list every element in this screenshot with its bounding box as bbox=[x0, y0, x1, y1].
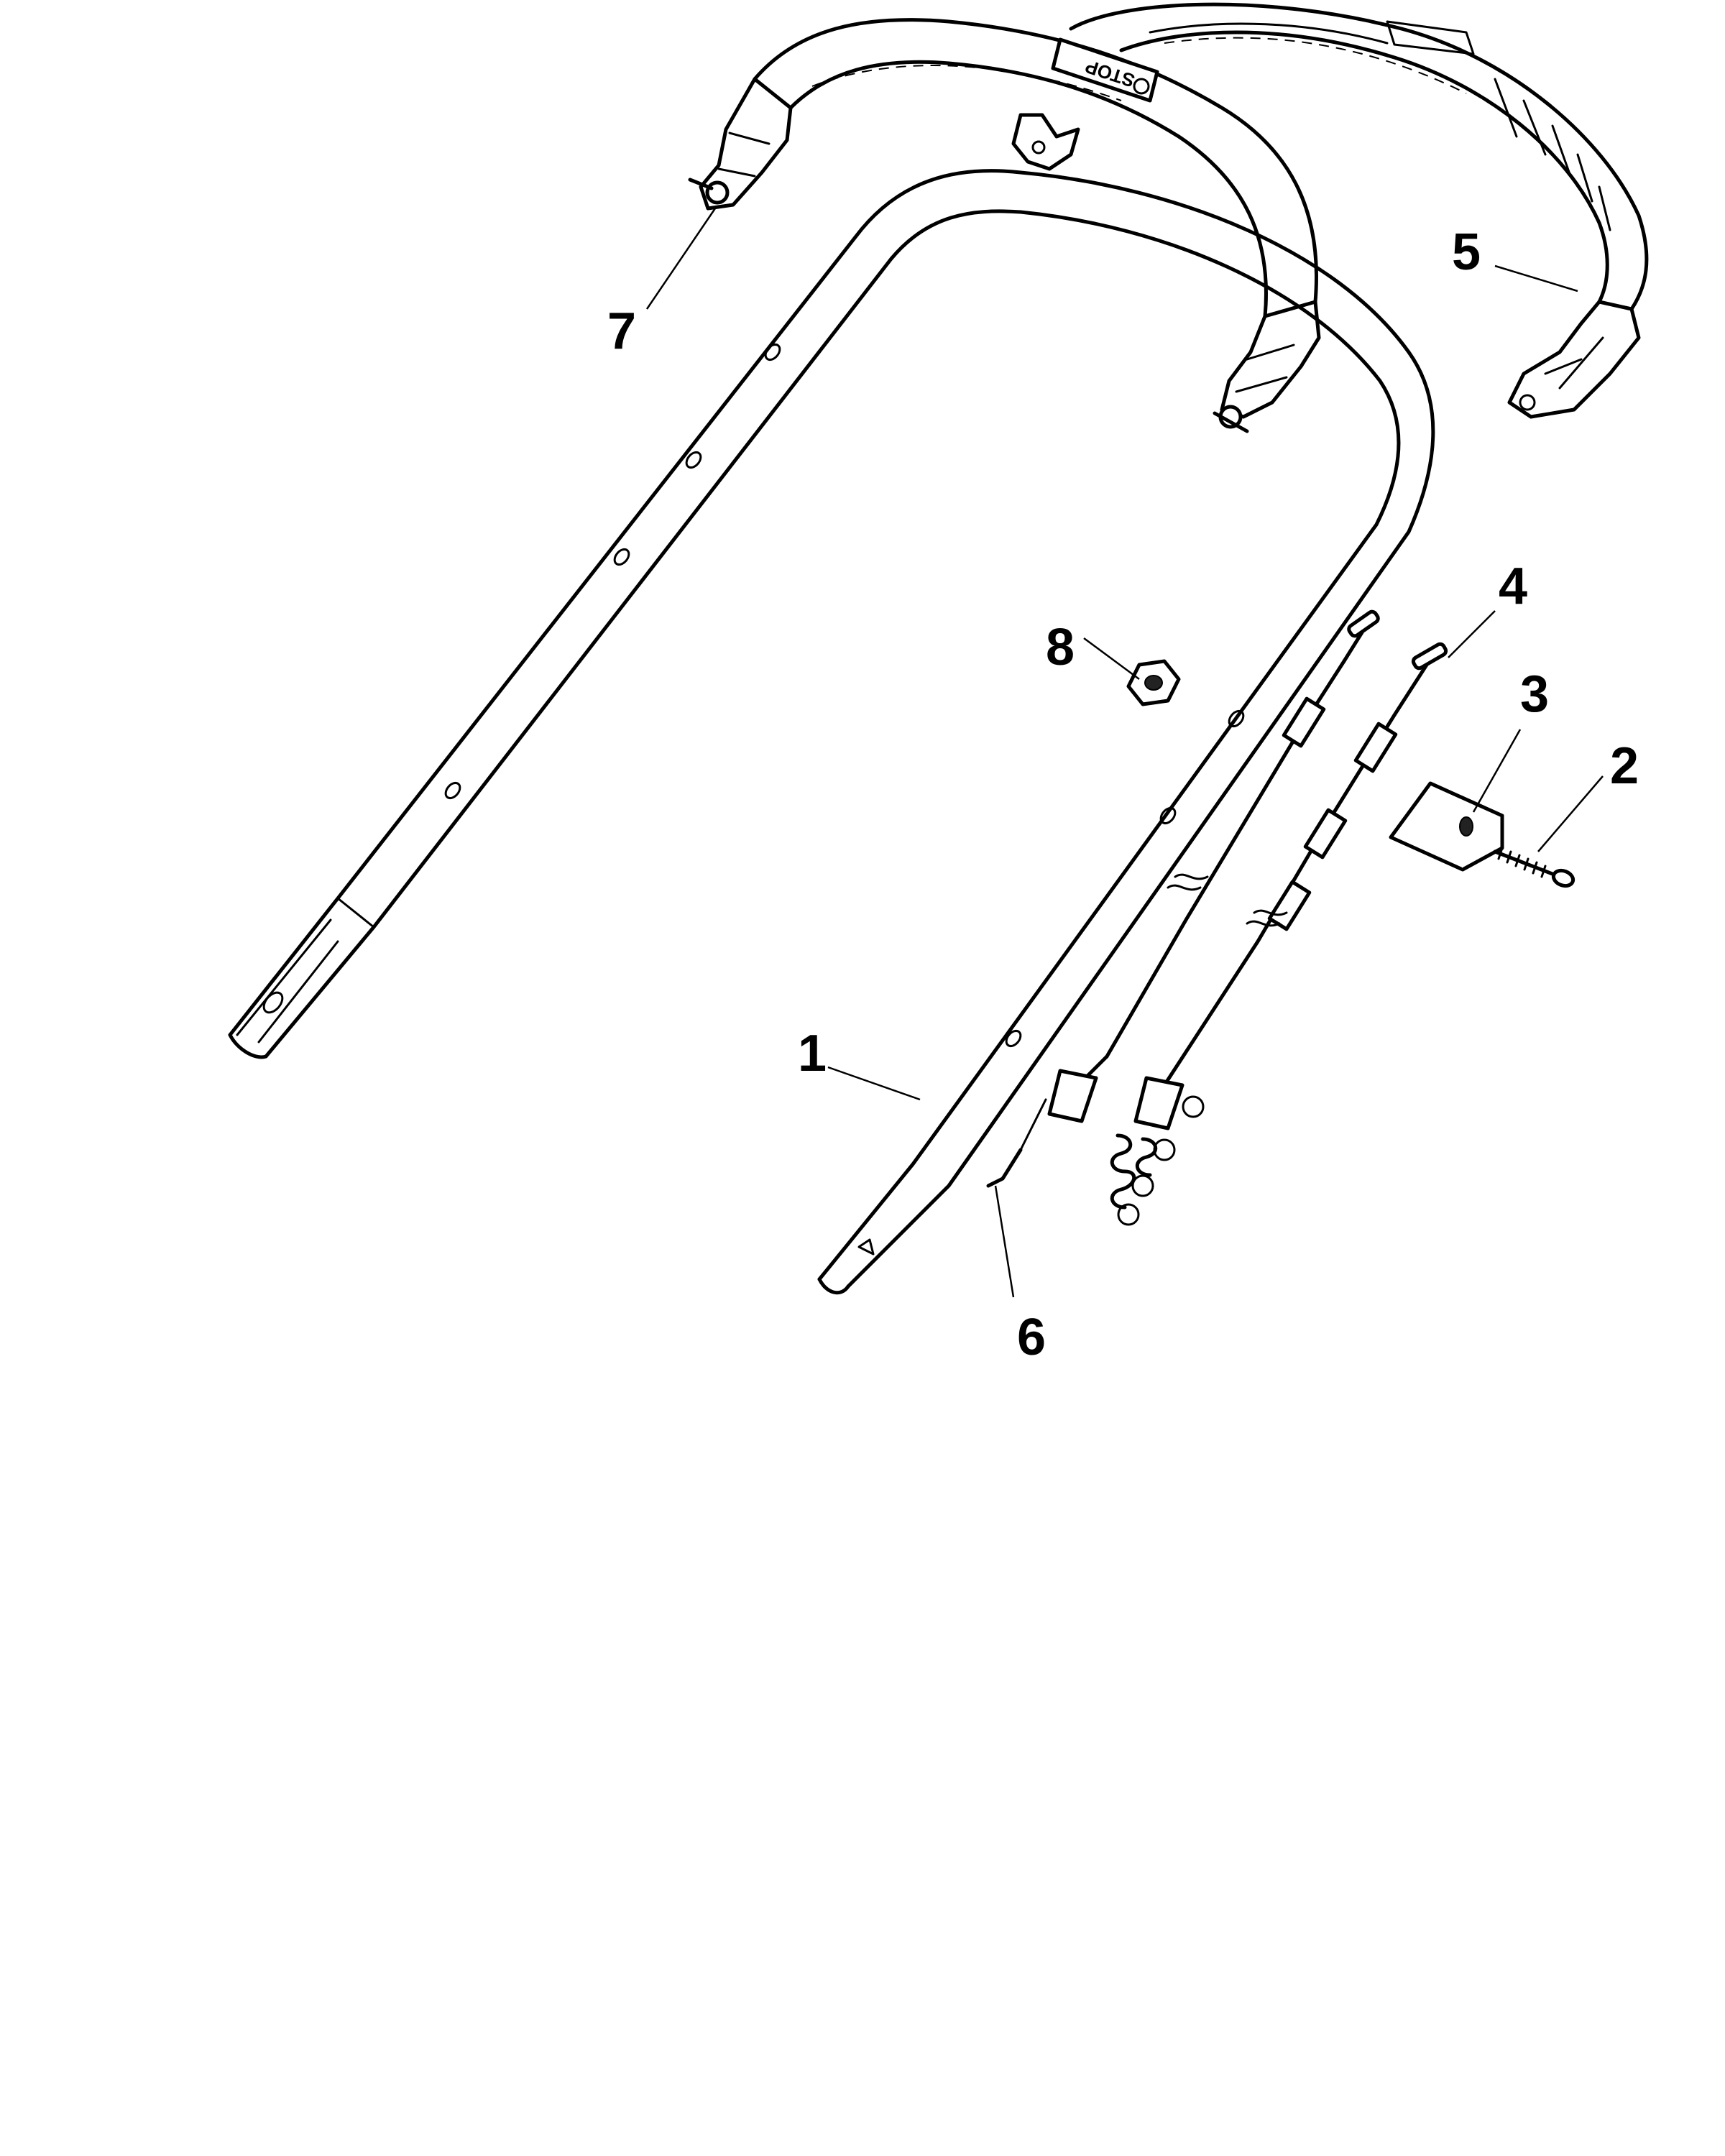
leader-lines bbox=[645, 208, 1604, 1298]
spring bbox=[1110, 1133, 1157, 1210]
callout-6: 6 bbox=[1017, 1309, 1046, 1366]
cable-hook bbox=[986, 1148, 1023, 1188]
callout-2: 2 bbox=[1610, 737, 1639, 795]
upper-handle-bar: STOP bbox=[688, 2, 1649, 433]
screw bbox=[1493, 847, 1576, 888]
nut bbox=[1126, 659, 1181, 706]
lower-handle-tube bbox=[228, 169, 1435, 1295]
callout-3: 3 bbox=[1520, 665, 1549, 723]
callout-1: 1 bbox=[798, 1025, 827, 1082]
cable-nuts bbox=[1117, 1095, 1205, 1226]
callout-4: 4 bbox=[1499, 558, 1527, 615]
cable-block bbox=[1389, 781, 1504, 872]
callout-8: 8 bbox=[1046, 619, 1075, 676]
callout-numbers: 1 2 3 4 5 6 7 8 bbox=[607, 224, 1639, 1366]
callout-7: 7 bbox=[607, 303, 636, 360]
callout-5: 5 bbox=[1452, 224, 1481, 281]
stop-switch: STOP bbox=[1051, 37, 1159, 103]
control-cables bbox=[1019, 609, 1448, 1151]
